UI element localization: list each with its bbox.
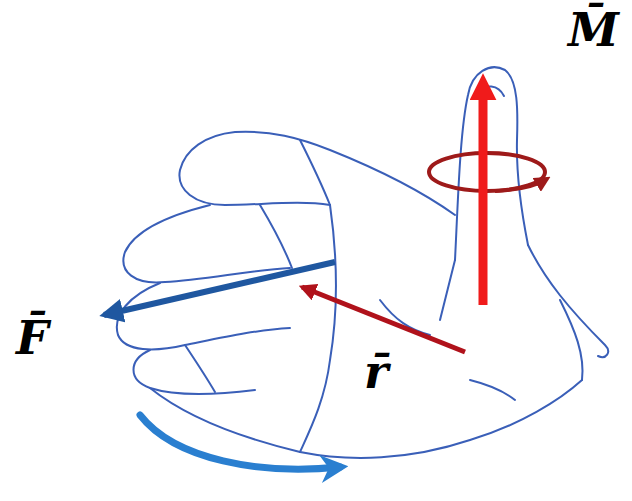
hand-sketch [117,67,608,458]
vector-label: M̄ [566,2,621,60]
rotation-arrow [140,415,340,469]
radius-vector [302,287,465,352]
vector-label: F̄ [14,310,51,368]
vector-label: r̄ [362,344,390,402]
rotation-ring-arrow [495,180,545,191]
moment-vector [479,84,488,305]
force-vector [104,262,335,315]
